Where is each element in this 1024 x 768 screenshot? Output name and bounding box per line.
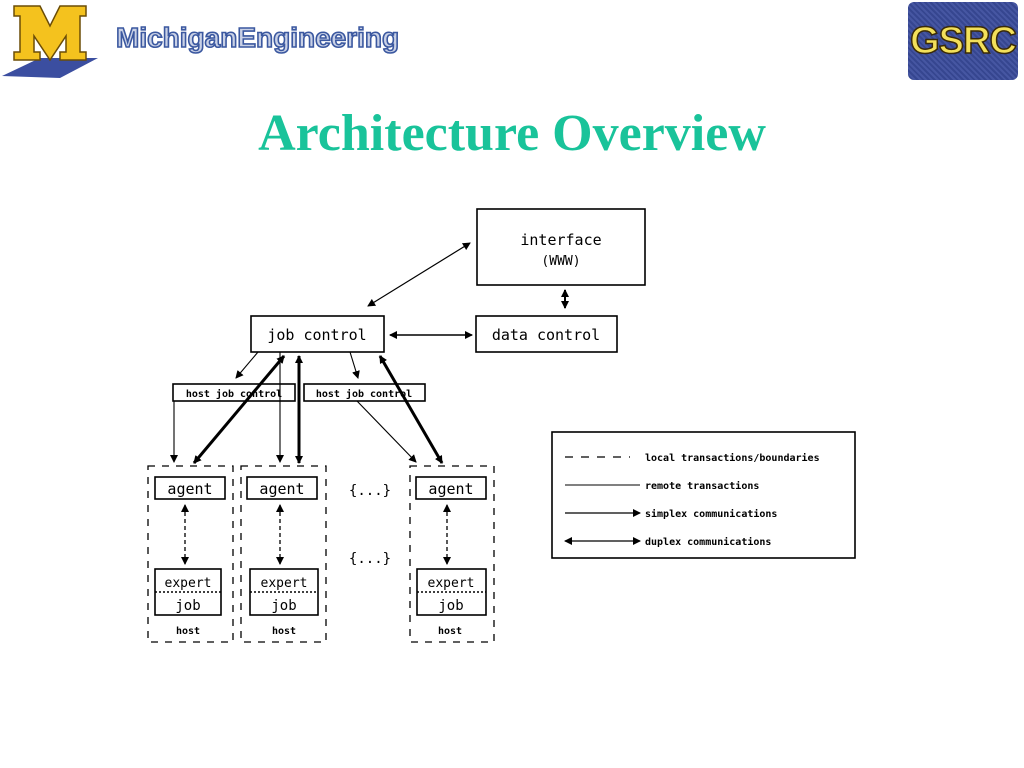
interface-jobcontrol-arrow <box>367 242 471 307</box>
agent3-jc-duplex-arrow <box>378 355 444 464</box>
host-label-2: host <box>272 626 296 637</box>
expert-label-1: expert <box>165 576 212 591</box>
data-control-label: data control <box>492 326 600 344</box>
host-job-control-label-2: host job control <box>316 388 412 400</box>
hjc2-to-agent3-arrow <box>356 400 417 463</box>
agent-box-1 <box>154 476 226 500</box>
interface-box <box>476 208 646 286</box>
job-label-3: job <box>438 598 463 614</box>
agent-box-3 <box>415 476 487 500</box>
job-label-1: job <box>175 598 200 614</box>
expert-label-2: expert <box>261 576 308 591</box>
host-boundary-2 <box>240 465 327 643</box>
host-job-control-label-1: host job control <box>186 388 282 400</box>
block-m-logo <box>2 5 98 78</box>
host-boundary-3 <box>409 465 495 643</box>
interface-label: interface <box>520 231 601 249</box>
legend-label-remote: remote transactions <box>645 480 759 492</box>
data-control-box <box>475 315 618 353</box>
jc-to-hjc1-arrow <box>235 351 259 379</box>
interface-sublabel: (WWW) <box>541 254 580 269</box>
slide-title: Architecture Overview <box>258 105 766 162</box>
job-label-2: job <box>271 598 296 614</box>
host-label-3: host <box>438 626 462 637</box>
job-control-box <box>250 315 385 353</box>
agent1-jc-duplex-arrow <box>192 355 286 464</box>
gsrc-logo: GSRC <box>908 2 1018 80</box>
legend-label-simplex: simplex communications <box>645 508 777 520</box>
jc-to-hjc2-arrow <box>349 351 360 379</box>
more-jobs-ellipsis: {...} <box>349 551 391 567</box>
agent-label-1: agent <box>167 480 212 498</box>
gsrc-logo-text: GSRC <box>909 19 1017 63</box>
agent-label-2: agent <box>259 480 304 498</box>
host-label-1: host <box>176 626 200 637</box>
legend-label-local: local transactions/boundaries <box>645 452 820 464</box>
job-control-label: job control <box>267 326 366 344</box>
legend-label-duplex: duplex communications <box>645 536 771 548</box>
more-agents-ellipsis: {...} <box>349 483 391 499</box>
expert-label-3: expert <box>428 576 475 591</box>
host-boundary-1 <box>147 465 234 643</box>
michigan-engineering-wordmark: MichiganEngineering <box>115 21 400 54</box>
agent-label-3: agent <box>428 480 473 498</box>
agent-box-2 <box>246 476 318 500</box>
